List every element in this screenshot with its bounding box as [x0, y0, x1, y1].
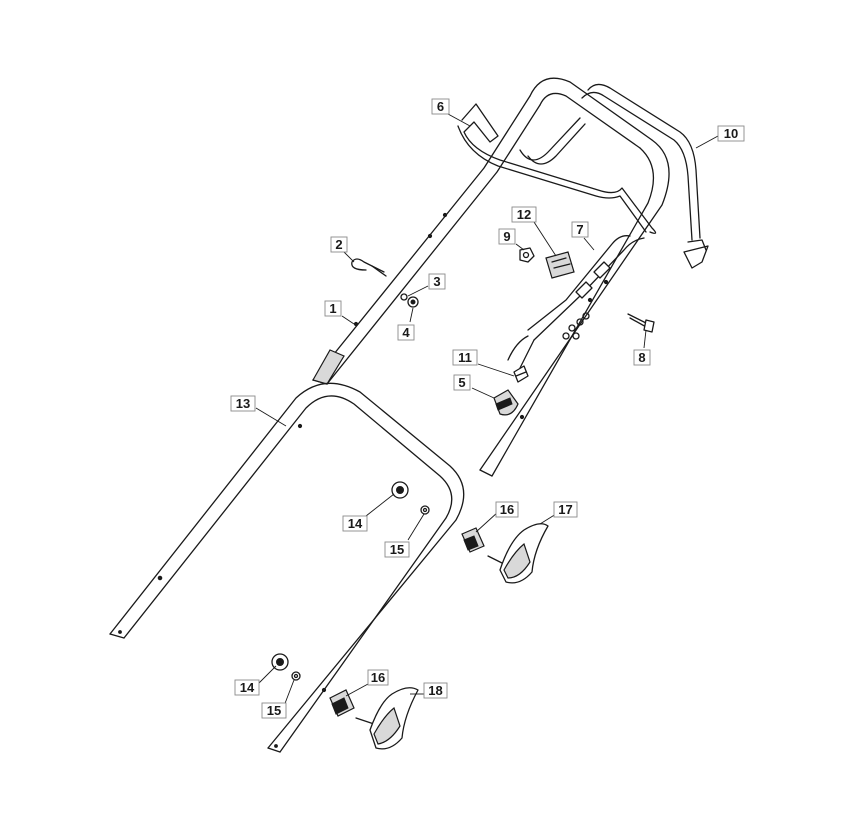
washer-and-nut	[400, 293, 419, 308]
callout-17: 17	[553, 501, 578, 518]
svg-text:1: 1	[329, 301, 336, 316]
svg-text:16: 16	[371, 670, 385, 685]
svg-text:6: 6	[437, 99, 444, 114]
svg-text:10: 10	[724, 126, 738, 141]
svg-text:8: 8	[638, 350, 645, 365]
cable-adjuster	[513, 365, 529, 383]
callout-7: 7	[571, 221, 589, 238]
svg-text:7: 7	[576, 222, 583, 237]
callout-16-lower: 16	[367, 669, 389, 686]
svg-text:15: 15	[390, 542, 404, 557]
svg-text:9: 9	[503, 229, 510, 244]
callout-15-upper: 15	[384, 541, 410, 558]
callout-10: 10	[717, 125, 745, 142]
svg-text:14: 14	[348, 516, 363, 531]
leader-lines	[255, 113, 719, 707]
callout-2: 2	[330, 236, 348, 253]
svg-text:5: 5	[458, 375, 465, 390]
operator-bail	[457, 103, 657, 234]
svg-text:18: 18	[428, 683, 442, 698]
hex-nut	[519, 247, 535, 263]
callout-9: 9	[498, 228, 516, 245]
callout-16-upper: 16	[495, 501, 519, 518]
spacer-block-upper	[461, 527, 485, 553]
hook-bolt	[351, 258, 387, 277]
handle-nut-upper	[391, 481, 409, 499]
washer-lower	[291, 671, 301, 681]
lower-handle	[109, 382, 465, 753]
callout-1: 1	[324, 300, 342, 317]
svg-text:12: 12	[517, 207, 531, 222]
callout-3: 3	[428, 273, 446, 290]
callout-13: 13	[230, 395, 256, 412]
svg-text:4: 4	[402, 325, 410, 340]
svg-text:17: 17	[558, 502, 572, 517]
callout-11: 11	[452, 349, 478, 366]
washer-upper	[420, 505, 430, 515]
cable-clamp	[493, 389, 519, 416]
callout-14-lower: 14	[234, 679, 260, 696]
callout-12: 12	[511, 206, 537, 223]
spacer-block-lower	[329, 689, 355, 717]
callout-4: 4	[397, 324, 415, 341]
clamp-lever-upper	[487, 523, 549, 584]
upper-handle	[312, 77, 670, 477]
callout-8: 8	[633, 349, 651, 366]
svg-text:11: 11	[458, 350, 472, 365]
cable-clip	[545, 251, 575, 279]
callout-14-upper: 14	[342, 515, 368, 532]
svg-text:16: 16	[500, 502, 514, 517]
clamp-lever-lower	[355, 687, 419, 750]
svg-text:15: 15	[267, 703, 281, 718]
callout-5: 5	[453, 374, 471, 391]
carriage-bolt	[627, 313, 655, 333]
control-cables	[507, 235, 645, 369]
callout-18: 18	[423, 682, 448, 699]
svg-text:3: 3	[433, 274, 440, 289]
callout-15-lower: 15	[261, 702, 287, 719]
callout-6: 6	[431, 98, 450, 115]
svg-text:13: 13	[236, 396, 250, 411]
svg-text:14: 14	[240, 680, 255, 695]
drive-bail	[581, 83, 709, 269]
svg-text:2: 2	[335, 237, 342, 252]
